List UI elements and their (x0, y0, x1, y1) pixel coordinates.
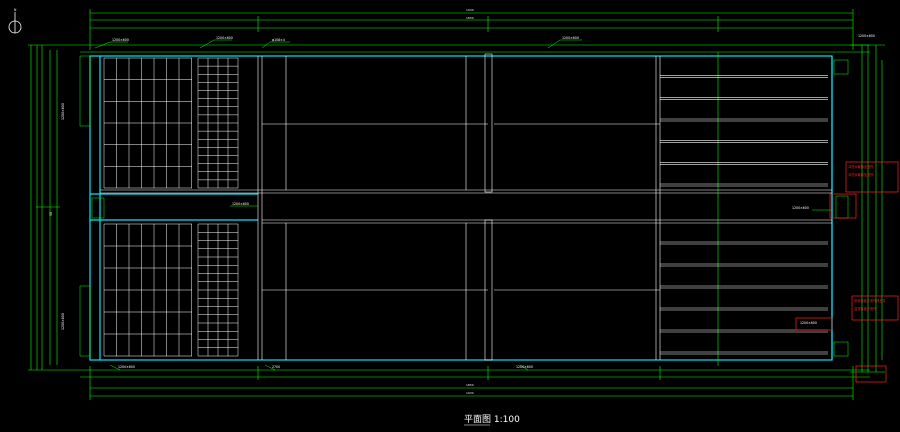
top-overall-dim: 1930 (466, 8, 474, 12)
filter-cell-grid (103, 57, 239, 357)
left-side-label-2: 1200×600 (61, 313, 65, 330)
red-note-boxes (795, 161, 899, 383)
north-arrow-icon: N (8, 8, 22, 34)
left-dimension-lines (28, 44, 80, 371)
bottom-label-4: 1200×600 (800, 321, 817, 325)
bottom-label-3: 1200×600 (516, 365, 533, 369)
channel-walls (100, 52, 832, 366)
right-tag-label: 1200×600 (858, 34, 875, 38)
mid-right-label: 1200×600 (792, 206, 809, 210)
red-note-2: 冲洗水管接至池外 (848, 172, 874, 177)
svg-text:N: N (14, 8, 17, 12)
settler-plates (660, 75, 828, 355)
top-dimension-lines (80, 9, 870, 53)
mid-left-label: 1200×600 (232, 202, 249, 206)
top-middle-dim: 1850 (466, 16, 474, 20)
red-note-3: 排泥管接至池外排放井 (854, 298, 886, 303)
top-label-2: 1200×600 (216, 36, 233, 40)
right-equipment-icon (833, 59, 849, 357)
left-side-label-1: 1200×600 (61, 103, 65, 120)
bottom-middle-dim: 1850 (466, 383, 474, 387)
red-note-4: 溢流管接至池外 (854, 306, 877, 311)
right-dimension-lines (850, 44, 885, 373)
basin-walls (89, 55, 833, 361)
vertical-left-label: 50 (49, 212, 53, 216)
top-label-4: 1200×600 (562, 36, 579, 40)
top-label-1: 1200×600 (112, 38, 129, 42)
red-note-1: 冲洗水管接至池外 (848, 164, 874, 169)
bottom-label-2: 2700 (272, 365, 280, 369)
top-label-3: φ108×4 (272, 38, 285, 42)
bottom-label-1: 1200×600 (118, 365, 135, 369)
leader-lines (94, 39, 832, 371)
left-equipment-icon (79, 55, 105, 357)
drawing-title: 平面图 1:100 (464, 414, 520, 425)
bottom-dimension-lines (80, 366, 870, 400)
bottom-overall-dim: 1930 (466, 391, 474, 395)
